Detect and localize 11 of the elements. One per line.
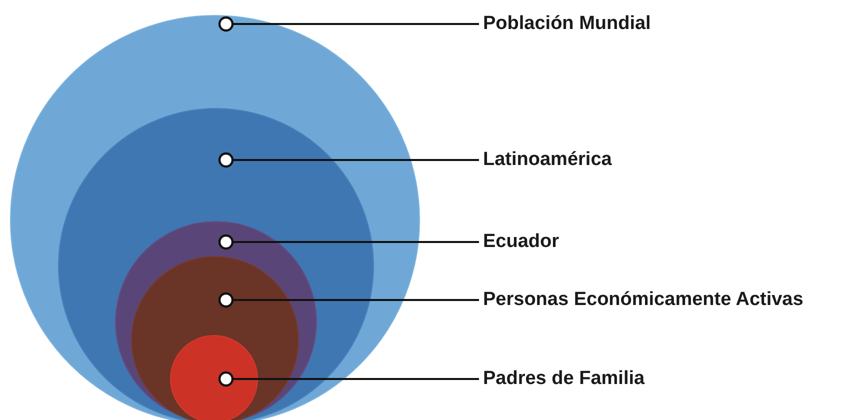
circle-label: Latinoamérica [483, 148, 612, 172]
leader-line [218, 371, 479, 387]
leader-line [218, 152, 479, 168]
leader-line [218, 292, 479, 308]
circle-label: Ecuador [483, 230, 560, 254]
circle-label: Población Mundial [483, 12, 651, 36]
circle [170, 335, 258, 420]
leader-line [218, 16, 479, 32]
leader-line [218, 234, 479, 250]
circle-label: Padres de Familia [483, 367, 645, 391]
circle-label: Personas Económicamente Activas [483, 288, 804, 312]
